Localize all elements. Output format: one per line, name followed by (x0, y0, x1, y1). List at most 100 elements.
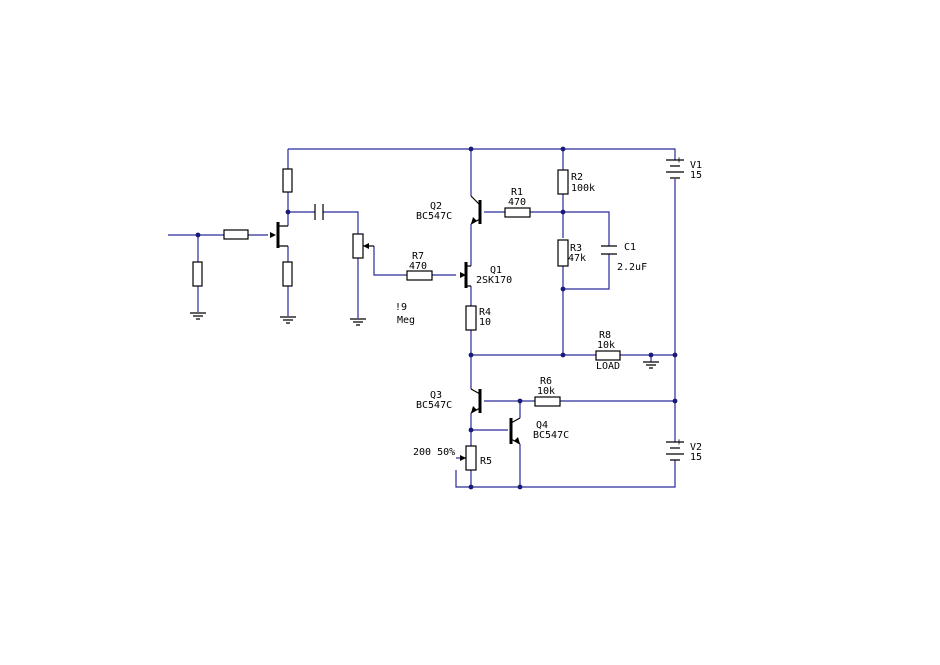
q2-name-label: Q2 (430, 201, 442, 212)
resistor-r2 (557, 169, 569, 195)
q3-name-label: Q3 (430, 390, 442, 401)
input-series-resistor (223, 229, 249, 240)
r8-name-label: R8 (599, 330, 611, 341)
junction (468, 484, 474, 490)
junction (468, 427, 474, 433)
c1-name-label: C1 (624, 242, 636, 253)
resistor-r4 (465, 305, 477, 331)
q1-leads (466, 265, 471, 287)
v1-plates (666, 159, 684, 179)
r2-value-label: 100k (571, 183, 595, 194)
c1-value-label: 2.2uF (617, 262, 647, 273)
battery-v2 (666, 441, 684, 461)
capacitors (314, 204, 617, 255)
r2-name-label: R2 (571, 172, 583, 183)
r8-value-label: 10k (597, 340, 615, 351)
labels: Q2 BC547C R1 470 R2 100k R3 47k C1 2.2uF… (395, 155, 702, 467)
input-gate-arrow (270, 232, 276, 238)
junction (648, 352, 654, 358)
r6-name-label: R6 (540, 376, 552, 387)
q3-type-label: BC547C (416, 400, 452, 411)
r3-value-label: 47k (568, 253, 586, 264)
q4-emitter-arrow (514, 437, 520, 444)
input-jfet-leads (278, 225, 288, 247)
ground-symbol (280, 316, 296, 324)
q1-name-label: Q1 (490, 265, 502, 276)
junction (560, 209, 566, 215)
junction (517, 398, 523, 404)
r6-value-label: 10k (537, 386, 555, 397)
resistor-r8 (595, 350, 621, 361)
junction (517, 484, 523, 490)
input-drain-resistor (282, 168, 293, 193)
ground-symbol (643, 361, 659, 369)
input-jfet (276, 222, 288, 248)
r1-value-label: 470 (508, 197, 526, 208)
junction (468, 146, 474, 152)
resistors (192, 168, 621, 471)
capacitor-c1 (601, 245, 617, 255)
input-source-resistor (282, 261, 293, 287)
junction (285, 209, 291, 215)
r5-setting-label: 200 50% (413, 447, 455, 458)
coupling-path (288, 211, 359, 318)
q2-type-label: BC547C (416, 211, 452, 222)
q4-name-label: Q4 (536, 420, 548, 431)
q1-type-label: 2SK170 (476, 275, 512, 286)
bottom-rail (455, 460, 676, 488)
resistor-r6 (534, 396, 561, 407)
resistor-r3 (557, 239, 569, 267)
v1-plus-label: + (676, 155, 682, 166)
top-rail (288, 148, 676, 160)
junction (560, 352, 566, 358)
junction (468, 352, 474, 358)
ground-symbol (350, 318, 366, 326)
junctions (195, 146, 678, 490)
r1-name-label: R1 (511, 187, 523, 198)
q2-emitter-arrow (471, 217, 477, 224)
v2-value-label: 15 (690, 452, 702, 463)
battery-v1 (666, 159, 684, 179)
junction (560, 286, 566, 292)
input-shunt-resistor (192, 261, 203, 287)
volume-potentiometer (352, 233, 364, 259)
transistor-q1 (464, 262, 471, 288)
junction (672, 398, 678, 404)
pot-wiper-wire (373, 246, 407, 276)
wires (168, 148, 676, 488)
v2-name-label: V2 (690, 442, 702, 453)
v2-plates (666, 441, 684, 461)
junction (195, 232, 201, 238)
r7-name-label: R7 (412, 251, 424, 262)
v2-plus-label: + (676, 437, 682, 448)
wiper-arrows (270, 232, 466, 461)
v1-name-label: V1 (690, 160, 702, 171)
meg-label-top: !9 (395, 302, 407, 313)
v1-value-label: 15 (690, 170, 702, 181)
r5-name-label: R5 (480, 456, 492, 467)
r5-wiper-arrow (460, 455, 466, 461)
q4-type-label: BC547C (533, 430, 569, 441)
r1-c1-wire (484, 211, 610, 290)
pot-wiper-arrow (363, 243, 369, 249)
q3-emitter-arrow (471, 406, 477, 413)
transistor-q4 (509, 417, 521, 445)
transistor-q2 (470, 195, 482, 225)
r4-value-label: 10 (479, 317, 491, 328)
r7-value-label: 470 (409, 261, 427, 272)
grounds (190, 312, 659, 369)
q1-gate-arrow (460, 272, 466, 278)
resistor-r5 (465, 445, 477, 471)
resistor-r1 (504, 207, 531, 218)
r4-name-label: R4 (479, 307, 491, 318)
r8-load-label: LOAD (596, 361, 620, 372)
transistor-q3 (470, 388, 482, 414)
junction (672, 352, 678, 358)
meg-label-bottom: Meg (397, 315, 415, 326)
junction (560, 146, 566, 152)
r3-name-label: R3 (570, 243, 582, 254)
resistor-r7 (406, 270, 433, 281)
coupling-capacitor (314, 204, 324, 220)
